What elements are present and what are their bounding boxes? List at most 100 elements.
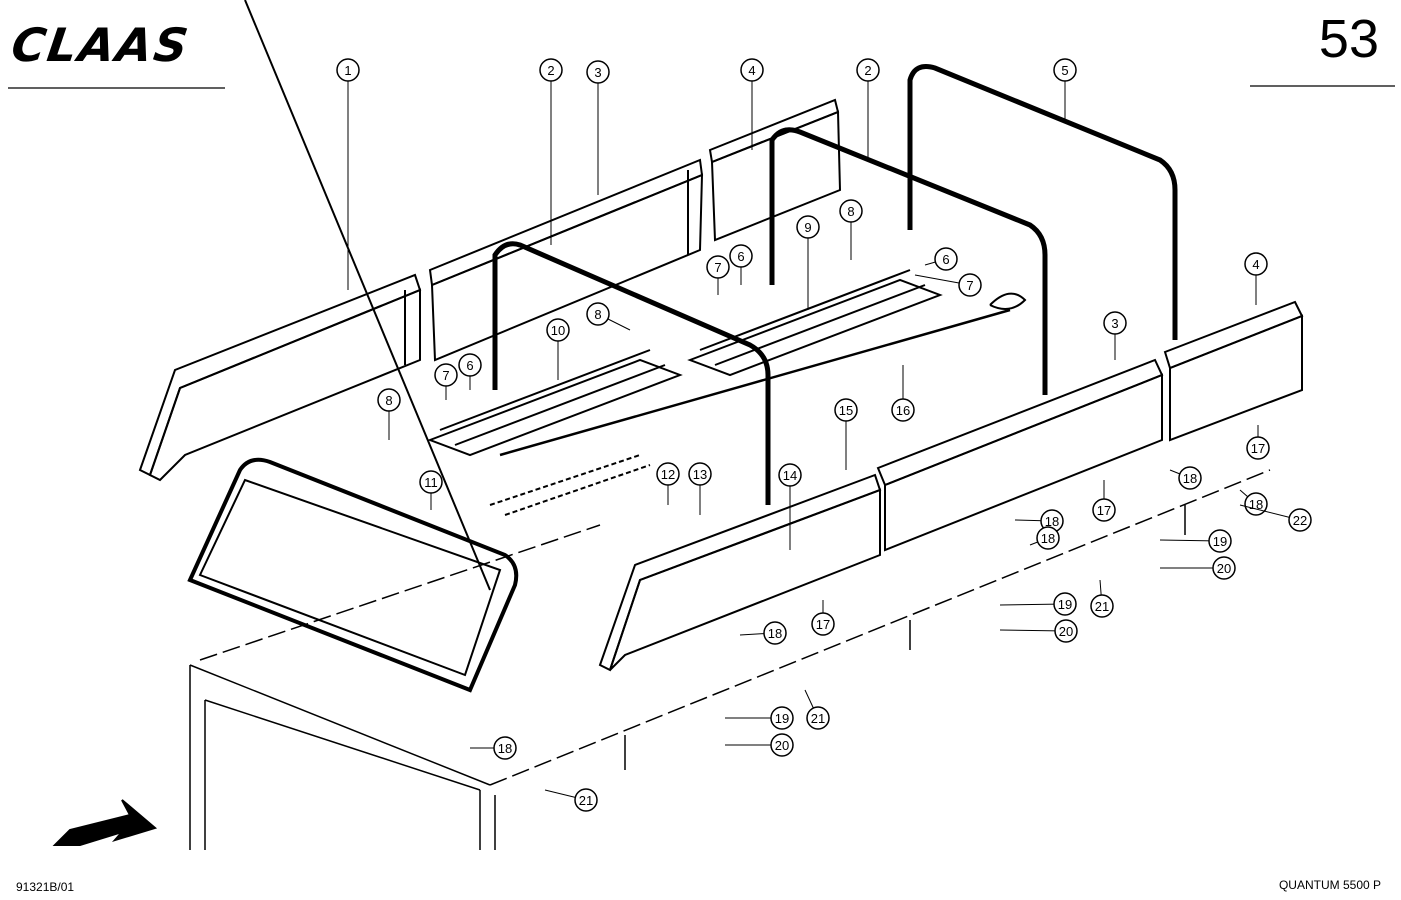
floor-slats-part-10	[427, 349, 683, 457]
callout-number-6: 6	[737, 249, 744, 264]
callout-bubble-19	[770, 706, 794, 730]
callout-bubble-4	[740, 58, 764, 82]
callout-number-1: 1	[344, 63, 351, 78]
callout-bubble-19	[1053, 592, 1077, 616]
callout-number-7: 7	[714, 260, 721, 275]
hoop-part-2-rear	[769, 127, 1048, 395]
callout-bubble-17	[811, 612, 835, 636]
callout-bubble-8	[586, 302, 610, 326]
callout-number-21: 21	[811, 711, 825, 726]
callout-number-20: 20	[775, 738, 789, 753]
side-board-part-3-lower	[876, 358, 1164, 552]
callout-number-8: 8	[594, 307, 601, 322]
side-board-part-4-lower	[1163, 300, 1304, 442]
floor-slats-part-9	[687, 269, 943, 377]
callout-number-3: 3	[1111, 316, 1118, 331]
callout-number-2: 2	[547, 63, 554, 78]
side-board-part-15	[598, 473, 882, 672]
callout-bubble-8	[377, 388, 401, 412]
callout-number-18: 18	[1183, 471, 1197, 486]
callout-bubble-7	[706, 255, 730, 279]
callout-bubble-18	[1244, 492, 1268, 516]
callout-number-20: 20	[1059, 624, 1073, 639]
callout-bubble-7	[434, 363, 458, 387]
callout-bubble-2	[856, 58, 880, 82]
hoop-part-2-front	[492, 241, 771, 505]
callout-number-8: 8	[385, 393, 392, 408]
callout-number-5: 5	[1061, 63, 1068, 78]
callout-bubble-6	[934, 247, 958, 271]
callout-number-7: 7	[966, 278, 973, 293]
callout-bubble-14	[778, 463, 802, 487]
callout-number-17: 17	[1251, 441, 1265, 456]
chassis-frame	[189, 469, 1271, 850]
callout-number-21: 21	[1095, 599, 1109, 614]
callout-number-11: 11	[424, 475, 438, 490]
callout-bubble-3	[1103, 311, 1127, 335]
callout-number-18: 18	[1045, 514, 1059, 529]
model-name: QUANTUM 5500 P	[1278, 878, 1381, 892]
callout-bubble-2	[539, 58, 563, 82]
callout-number-16: 16	[896, 403, 910, 418]
callout-number-12: 12	[661, 467, 675, 482]
callout-number-20: 20	[1217, 561, 1231, 576]
callout-number-4: 4	[748, 63, 755, 78]
callout-bubble-22	[1288, 508, 1312, 532]
callout-bubble-20	[770, 733, 794, 757]
callout-number-18: 18	[1249, 497, 1263, 512]
callout-bubble-15	[834, 398, 858, 422]
callout-number-19: 19	[1213, 534, 1227, 549]
callout-number-18: 18	[1041, 531, 1055, 546]
callout-bubble-19	[1208, 529, 1232, 553]
callout-bubble-3	[586, 60, 610, 84]
callout-bubble-21	[1090, 594, 1114, 618]
callout-number-4: 4	[1252, 257, 1259, 272]
callout-number-13: 13	[693, 467, 707, 482]
rope-part-16	[489, 292, 1027, 516]
callout-number-19: 19	[1058, 597, 1072, 612]
callout-bubble-21	[806, 706, 830, 730]
side-rail-part-4-upper	[708, 98, 842, 242]
callout-bubble-13	[688, 462, 712, 486]
callout-bubble-1	[336, 58, 360, 82]
callout-number-22: 22	[1293, 513, 1307, 528]
hoop-part-5	[907, 64, 1178, 340]
drawing-code: 91321B/01	[16, 880, 75, 894]
callout-number-18: 18	[498, 741, 512, 756]
callout-number-18: 18	[768, 626, 782, 641]
callout-bubble-9	[796, 215, 820, 239]
callout-number-8: 8	[847, 204, 854, 219]
callout-bubble-16	[891, 398, 915, 422]
callout-bubble-18	[763, 621, 787, 645]
page-number: 53	[1318, 9, 1379, 69]
direction-arrow-icon	[52, 799, 158, 846]
callout-bubble-4	[1244, 252, 1268, 276]
callout-bubble-20	[1054, 619, 1078, 643]
callout-number-17: 17	[1097, 503, 1111, 518]
callout-bubble-18	[1036, 526, 1060, 550]
callout-bubble-18	[1178, 466, 1202, 490]
callout-bubble-6	[458, 353, 482, 377]
callout-number-14: 14	[783, 468, 797, 483]
callout-bubble-21	[574, 788, 598, 812]
callout-number-15: 15	[839, 403, 853, 418]
callout-number-2: 2	[864, 63, 871, 78]
callout-bubble-18	[493, 736, 517, 760]
callout-number-6: 6	[942, 252, 949, 267]
front-guard-part-11	[187, 0, 519, 693]
callout-bubble-6	[729, 244, 753, 268]
callout-number-10: 10	[551, 323, 565, 338]
side-rail-part-3	[428, 158, 704, 362]
callout-bubble-12	[656, 462, 680, 486]
callout-bubble-7	[958, 273, 982, 297]
callout-bubble-10	[546, 318, 570, 342]
callout-bubble-5	[1053, 58, 1077, 82]
callout-number-6: 6	[466, 358, 473, 373]
callout-bubble-11	[419, 470, 443, 494]
callout-bubble-20	[1212, 556, 1236, 580]
callout-bubble-17	[1246, 436, 1270, 460]
callout-number-7: 7	[442, 368, 449, 383]
